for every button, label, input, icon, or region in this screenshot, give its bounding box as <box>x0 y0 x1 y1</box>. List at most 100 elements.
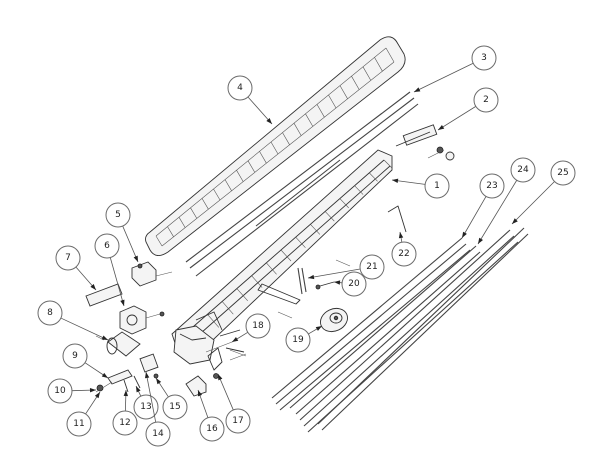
belt-slat <box>247 160 256 173</box>
callout-circle <box>145 421 171 447</box>
callout-arrowhead <box>197 390 203 397</box>
belt-slat <box>270 141 279 155</box>
callout-leader <box>413 62 474 93</box>
callout-leader <box>145 371 157 423</box>
callout-number: 6 <box>104 241 110 251</box>
callout-leader <box>60 317 109 341</box>
frame-rib <box>266 262 277 275</box>
callout-arrowhead <box>478 237 483 244</box>
small-hardware-parts <box>95 353 159 393</box>
callout-number: 17 <box>232 416 243 426</box>
callout-arrowhead <box>101 372 108 378</box>
callout-11: 11 <box>66 391 101 437</box>
callout-arrowhead <box>334 280 341 285</box>
callout-arrowhead <box>315 326 322 331</box>
callout-number: 14 <box>152 429 164 439</box>
callout-5: 5 <box>105 202 139 263</box>
callout-circle <box>162 394 188 420</box>
callout-25: 25 <box>511 160 576 225</box>
frame-rib <box>354 185 364 195</box>
callout-arrowhead <box>392 178 399 183</box>
callout-circle <box>62 343 88 369</box>
post-bolt-parts <box>257 267 335 305</box>
belt-slat <box>351 76 360 90</box>
callout-15: 15 <box>155 377 188 420</box>
guard-plate-part <box>85 283 123 307</box>
belt-slat <box>282 132 290 145</box>
callout-arrowhead <box>144 372 150 379</box>
callout-number: 12 <box>119 418 130 428</box>
callout-number: 25 <box>557 168 568 178</box>
callout-number: 16 <box>206 424 218 434</box>
callout-arrowhead <box>90 284 96 290</box>
callout-arrowhead <box>218 374 223 381</box>
motor-bracket-part <box>131 261 173 287</box>
callout-leader <box>461 196 487 239</box>
callout-number: 22 <box>398 249 409 259</box>
callout-18: 18 <box>231 313 271 343</box>
belt-slat <box>385 47 395 63</box>
callout-circle <box>391 241 417 267</box>
callout-number: 1 <box>434 181 440 191</box>
belt-slat <box>224 179 232 191</box>
callout-number: 7 <box>65 253 71 263</box>
callout-number: 18 <box>252 321 264 331</box>
callout-number: 20 <box>348 279 360 289</box>
loose-pins <box>229 259 351 361</box>
callout-12: 12 <box>112 389 138 436</box>
callout-7: 7 <box>55 245 97 291</box>
callout-10: 10 <box>47 378 97 404</box>
callout-circle <box>225 408 251 434</box>
callout-circle <box>550 160 576 186</box>
belt-slat <box>293 123 302 136</box>
callout-17: 17 <box>217 373 251 434</box>
callout-1: 1 <box>391 173 450 199</box>
callout-8: 8 <box>37 300 109 341</box>
callout-circle <box>55 245 81 271</box>
callout-arrowhead <box>462 231 467 238</box>
callout-circle <box>341 271 367 297</box>
callout-circle <box>245 313 271 339</box>
callout-number: 4 <box>237 83 243 93</box>
callout-arrowhead <box>89 387 96 393</box>
callout-arrowhead <box>101 335 108 340</box>
motor-part <box>95 331 141 357</box>
idler-bracket-part <box>395 124 455 161</box>
belt-slat <box>236 170 244 182</box>
belt-slat <box>167 226 174 237</box>
gearbox-part <box>119 305 165 335</box>
callout-arrowhead <box>308 274 315 280</box>
callout-number: 19 <box>292 335 304 345</box>
callout-14: 14 <box>144 371 171 447</box>
callout-circle <box>47 378 73 404</box>
callout-number: 15 <box>169 402 180 412</box>
callout-circle <box>227 75 253 101</box>
callout-3: 3 <box>413 45 497 93</box>
callout-circle <box>94 233 120 259</box>
belt-slat <box>305 113 314 127</box>
belt-slat <box>316 104 325 118</box>
callout-arrowhead <box>438 124 445 130</box>
callout-arrowhead <box>156 378 162 385</box>
belt-slat <box>178 217 186 228</box>
frame-rib <box>280 249 292 262</box>
frame-rib <box>310 224 321 235</box>
frame-rib <box>339 198 349 209</box>
belt-slat <box>328 94 337 109</box>
callout-arrowhead <box>398 232 404 239</box>
belt-slat <box>213 188 221 201</box>
callout-circle <box>199 416 225 442</box>
callout-circle <box>359 254 385 280</box>
callout-number: 10 <box>54 386 66 396</box>
callout-arrowhead <box>136 386 141 393</box>
frame-rib <box>295 236 306 248</box>
callout-number: 8 <box>47 308 53 318</box>
callout-circle <box>66 411 92 437</box>
frame-rib <box>251 275 263 288</box>
callout-number: 3 <box>481 53 487 63</box>
frame-rib <box>324 211 335 222</box>
bent-rod-part <box>387 205 407 233</box>
callout-arrowhead <box>512 218 518 224</box>
callout-leader <box>217 373 234 411</box>
